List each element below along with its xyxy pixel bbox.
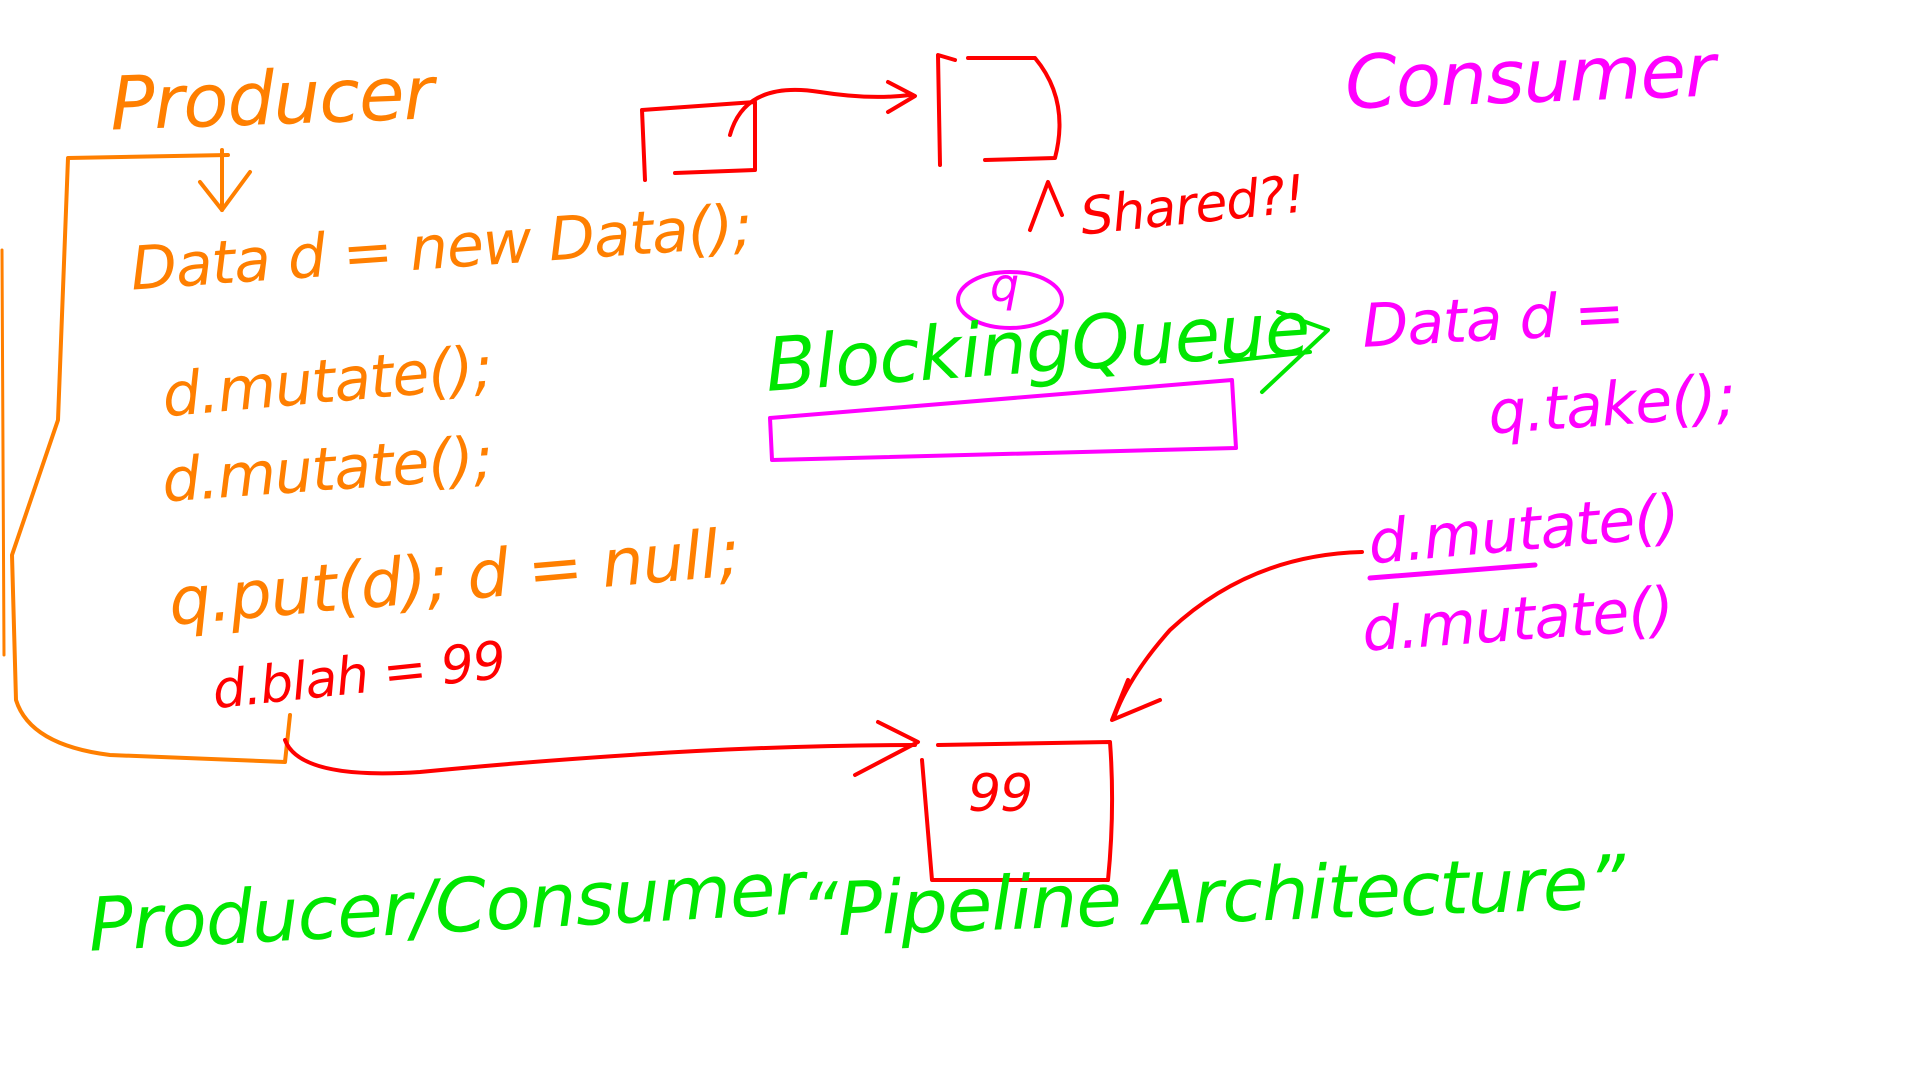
reference-arrowhead bbox=[886, 80, 917, 114]
queue-box bbox=[768, 378, 1238, 462]
consumer-line-take: q.take(); bbox=[1485, 361, 1738, 449]
producer-loop-line bbox=[10, 153, 292, 764]
queue-to-consumer-arrowhead bbox=[1260, 310, 1330, 394]
consumer-to-data-arrow bbox=[1113, 550, 1364, 717]
reference-arrow bbox=[728, 87, 912, 137]
consumer-heading: Consumer bbox=[1343, 27, 1716, 127]
consumer-underline bbox=[1367, 562, 1538, 581]
consumer-to-data-arrowhead bbox=[1110, 678, 1162, 722]
producer-to-data-arrowhead bbox=[853, 720, 920, 777]
producer-to-data-arrow bbox=[283, 738, 917, 776]
producer-heading: Producer bbox=[108, 50, 435, 148]
shared-object-bracket bbox=[936, 53, 1062, 167]
consumer-line-data: Data d = bbox=[1360, 278, 1626, 362]
data-box bbox=[920, 740, 1115, 882]
queue-q-circle bbox=[956, 270, 1064, 330]
data-box-value: 99 bbox=[968, 764, 1033, 824]
left-edge-line bbox=[0, 248, 6, 657]
reference-box bbox=[640, 100, 757, 182]
queue-variable-label: q bbox=[990, 258, 1019, 312]
queue-to-consumer-arrow bbox=[1218, 350, 1312, 364]
producer-down-arrowhead bbox=[198, 170, 252, 212]
shared-up-arrow bbox=[1028, 180, 1064, 232]
